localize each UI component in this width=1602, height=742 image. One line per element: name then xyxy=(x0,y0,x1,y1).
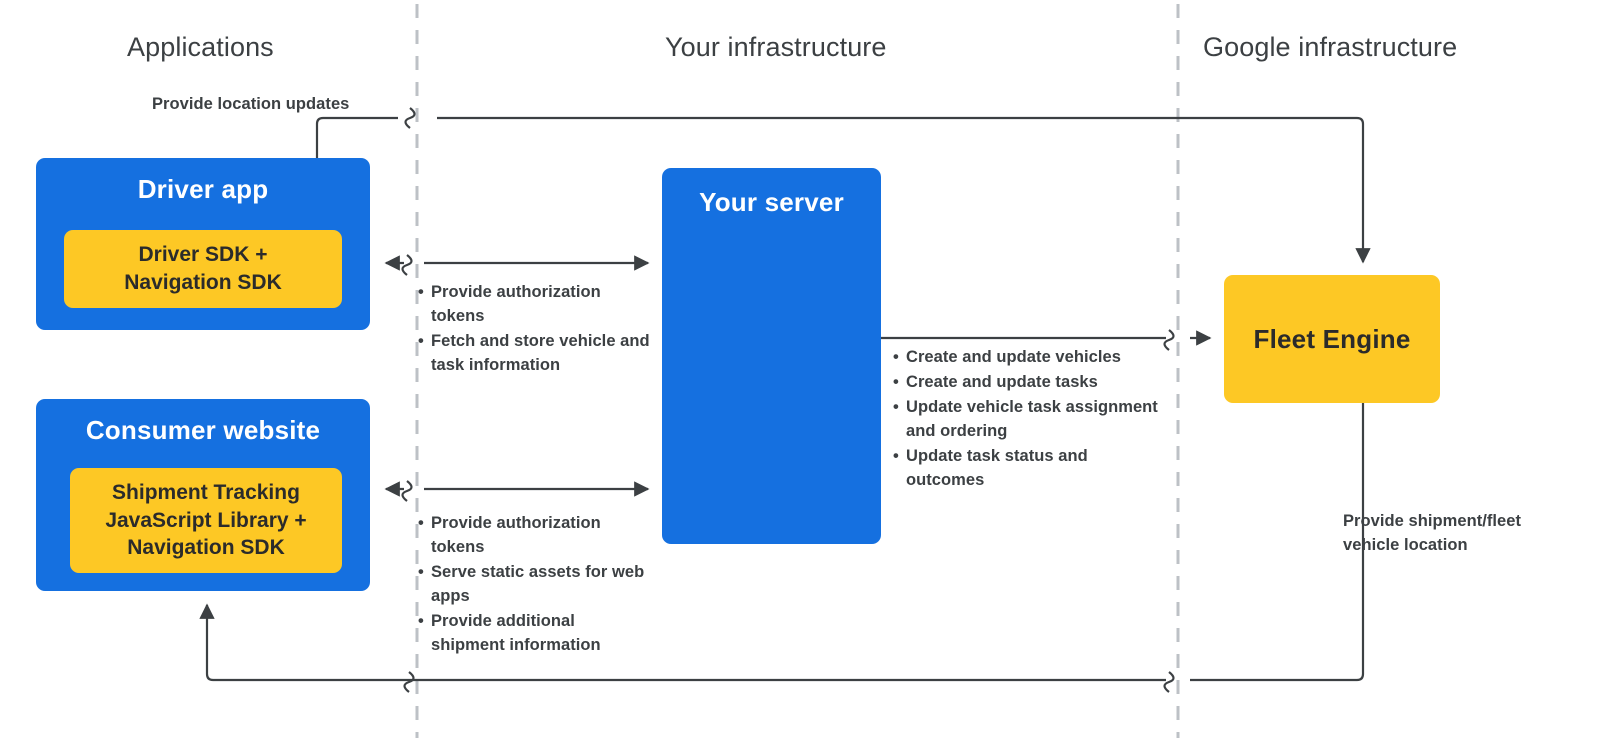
node-your-server[interactable]: Your server xyxy=(662,168,881,544)
annotation-server-fleet: Create and update vehicles Create and up… xyxy=(893,345,1158,493)
annotation-location-updates-text: Provide location updates xyxy=(152,95,350,113)
annotation-driver-server: Provide authorization tokens Fetch and s… xyxy=(418,280,658,378)
annotation-bullet: Create and update tasks xyxy=(893,370,1158,394)
node-fleet-engine-title: Fleet Engine xyxy=(1253,323,1411,354)
connector-consumer-server xyxy=(386,481,648,501)
node-driver-sdk-line2: Navigation SDK xyxy=(124,271,282,294)
node-consumer-website-title: Consumer website xyxy=(85,415,321,445)
node-shipment-tracking-line3: Navigation SDK xyxy=(127,536,285,560)
annotation-fleet-back-text: Provide shipment/fleet vehicle location xyxy=(1343,512,1522,555)
annotation-bullet: Provide authorization tokens xyxy=(418,511,648,559)
annotation-consumer-server-list: Provide authorization tokens Serve stati… xyxy=(418,511,648,657)
node-fleet-engine[interactable]: Fleet Engine xyxy=(1224,275,1440,403)
annotation-driver-server-list: Provide authorization tokens Fetch and s… xyxy=(418,280,658,377)
annotation-bullet: Provide additional shipment information xyxy=(418,609,648,657)
annotation-bullet: Update vehicle task assignment and order… xyxy=(893,395,1158,443)
annotation-bullet: Fetch and store vehicle and task informa… xyxy=(418,329,658,377)
node-shipment-tracking-library[interactable]: Shipment Tracking JavaScript Library + N… xyxy=(70,468,342,573)
annotation-bullet: Create and update vehicles xyxy=(893,345,1158,369)
zone-header-google-infrastructure: Google infrastructure xyxy=(1203,32,1458,62)
node-your-server-title: Your server xyxy=(699,187,844,217)
connector-driver-server xyxy=(386,255,648,275)
annotation-consumer-server: Provide authorization tokens Serve stati… xyxy=(418,511,648,658)
zone-header-your-infrastructure: Your infrastructure xyxy=(665,32,887,62)
annotation-bullet: Provide authorization tokens xyxy=(418,280,658,328)
zone-header-applications: Applications xyxy=(127,32,274,62)
node-shipment-tracking-line2: JavaScript Library + xyxy=(105,508,307,532)
node-driver-app-title: Driver app xyxy=(137,174,269,204)
annotation-location-updates: Provide location updates xyxy=(152,92,349,116)
node-driver-sdk[interactable]: Driver SDK + Navigation SDK xyxy=(64,230,342,308)
annotation-bullet: Serve static assets for web apps xyxy=(418,560,648,608)
annotation-bullet: Update task status and outcomes xyxy=(893,444,1158,492)
annotation-server-fleet-list: Create and update vehicles Create and up… xyxy=(893,345,1158,492)
node-shipment-tracking-line1: Shipment Tracking xyxy=(112,480,300,504)
annotation-fleet-back: Provide shipment/fleet vehicle location xyxy=(1343,509,1568,557)
node-driver-sdk-line1: Driver SDK + xyxy=(138,243,268,267)
